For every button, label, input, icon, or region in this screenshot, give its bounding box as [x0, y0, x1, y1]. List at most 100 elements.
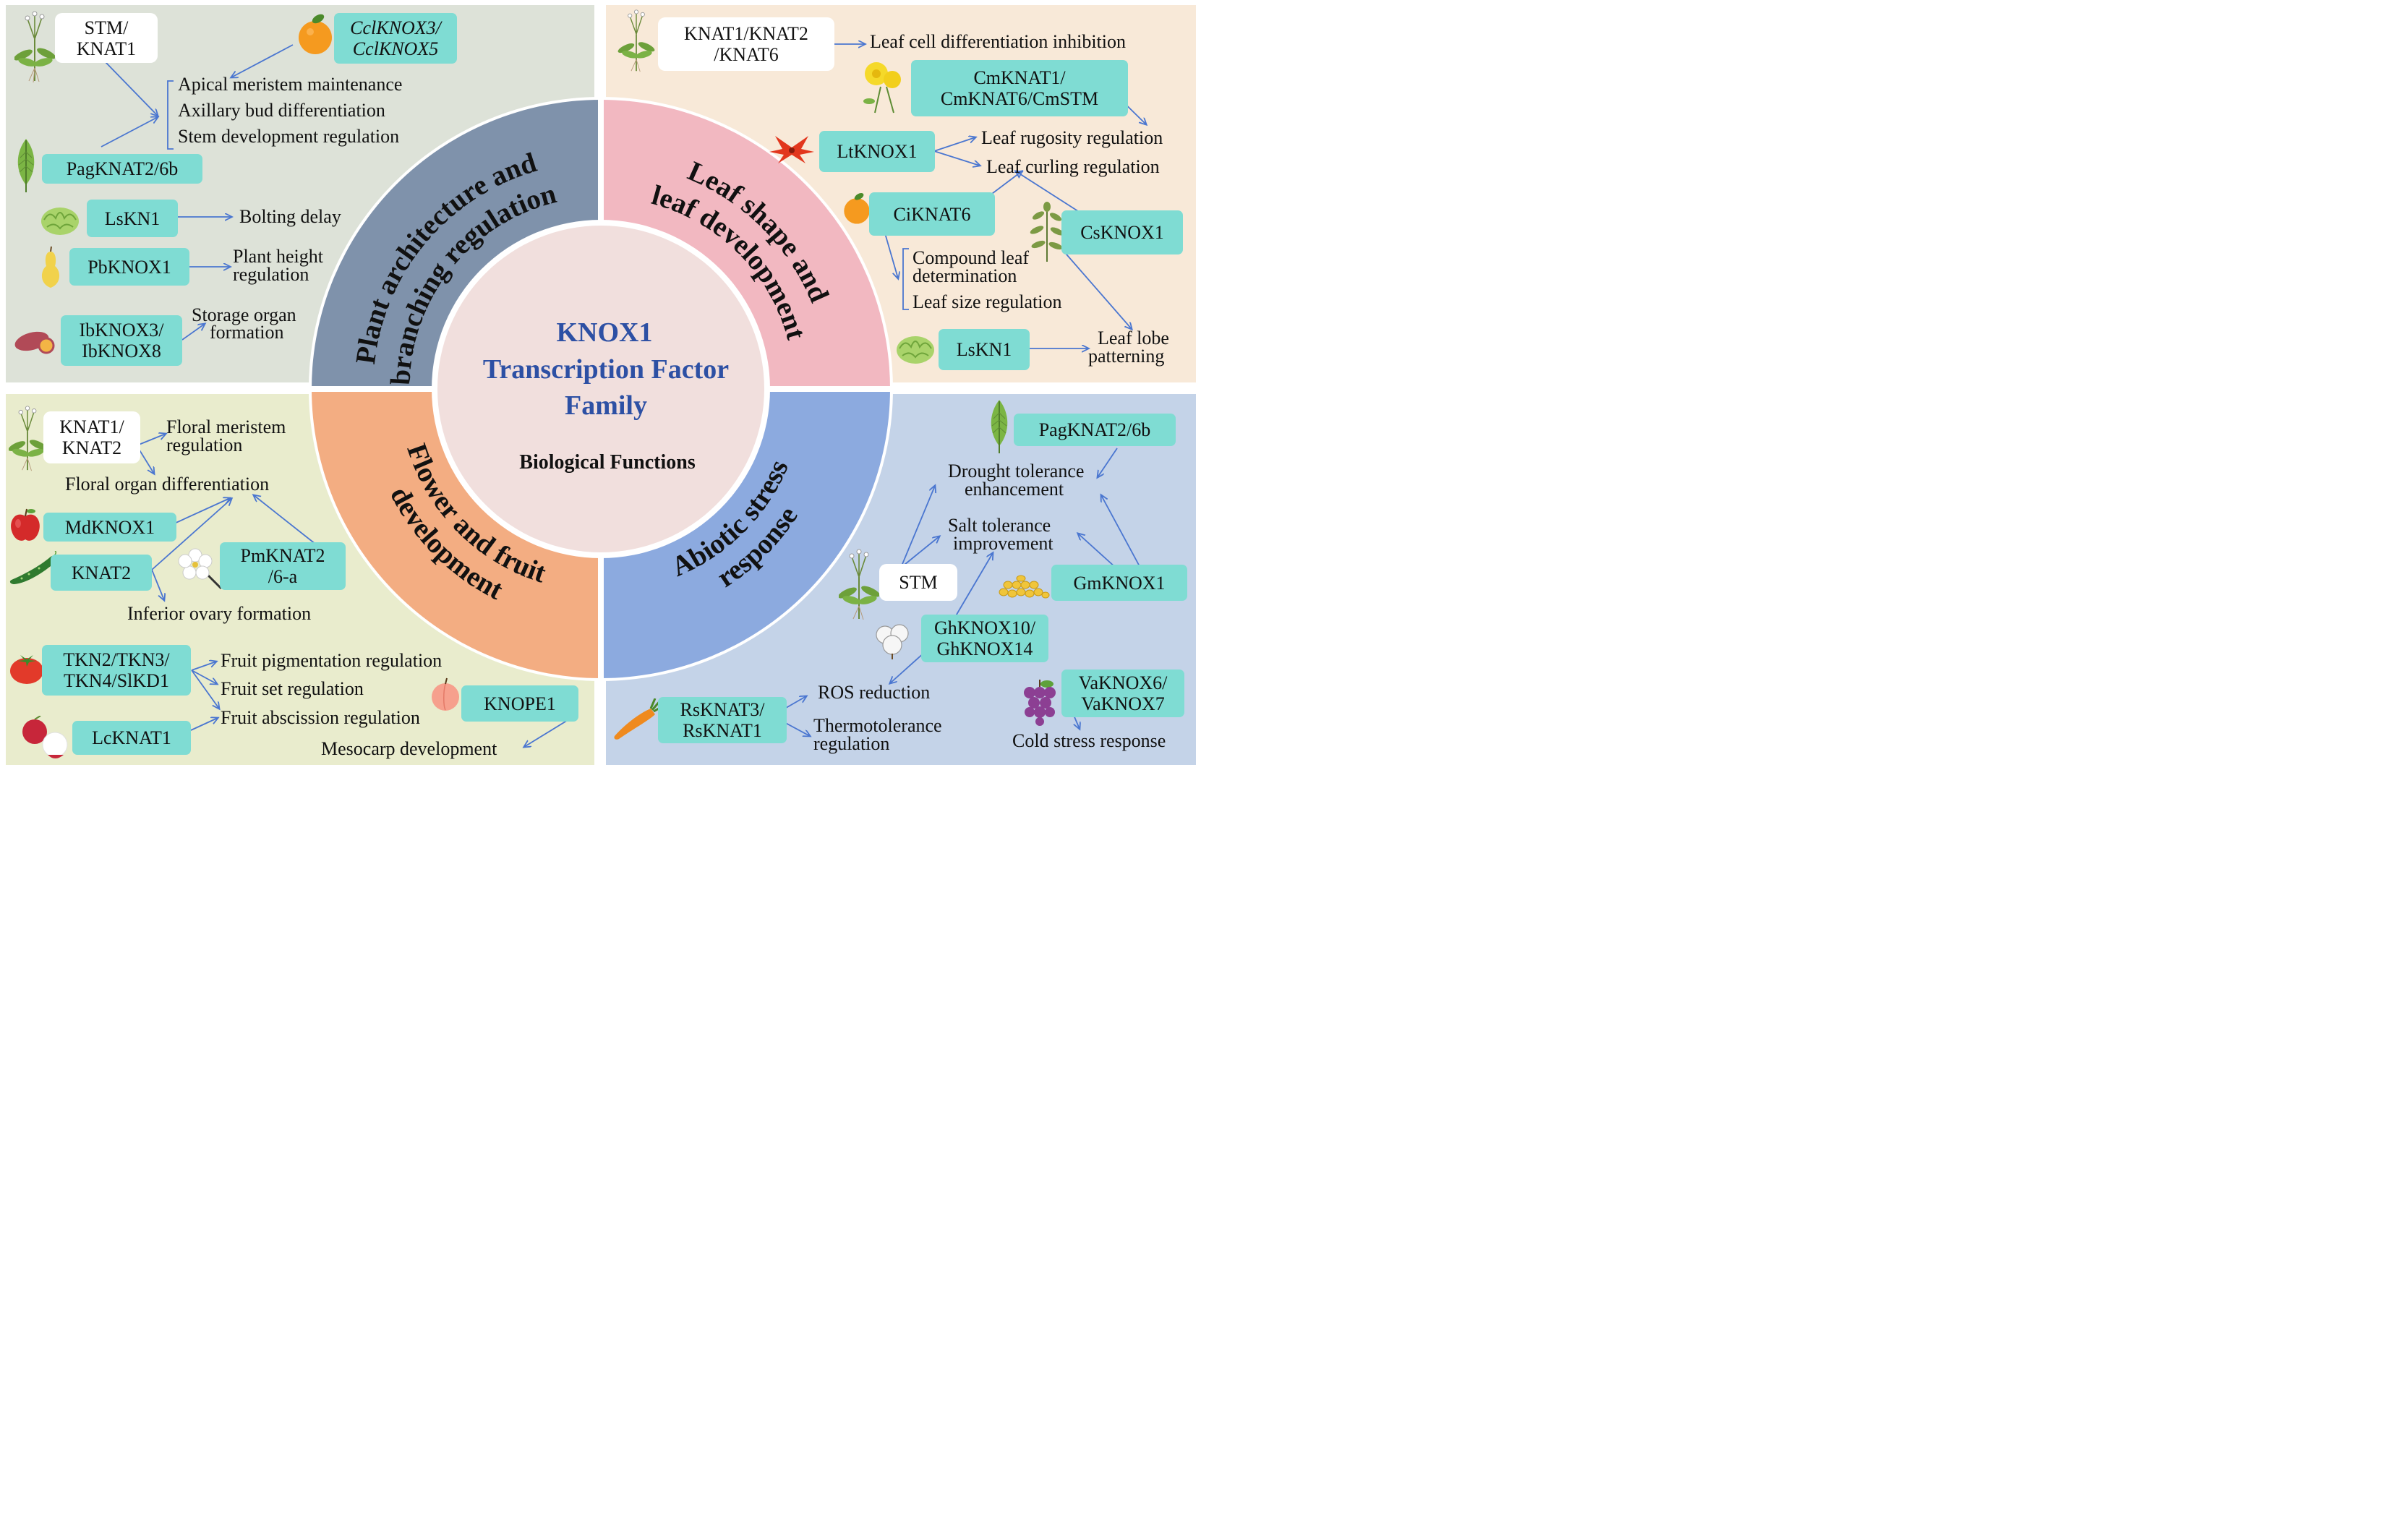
- gene-box-knat2: KNAT2: [51, 555, 152, 591]
- gene-label: CmKNAT6/CmSTM: [940, 88, 1099, 109]
- gene-box-vaknox: VaKNOX6/ VaKNOX7: [1061, 670, 1184, 717]
- arrow-ciknat6-compound: [883, 228, 898, 278]
- lettuce-icon: [41, 208, 79, 235]
- function-leaf-curling: Leaf curling regulation: [986, 156, 1160, 177]
- gene-label: PmKNAT2: [240, 545, 325, 566]
- gene-box-rsknat: RsKNAT3/ RsKNAT1: [658, 697, 787, 743]
- gene-box-gmknox1: GmKNOX1: [1051, 565, 1187, 601]
- gene-box-cclknox: CclKNOX3/ CclKNOX5: [334, 13, 457, 64]
- center-title-line2: Transcription Factor: [483, 354, 729, 385]
- gene-box-stm: STM: [879, 564, 957, 601]
- function-compound-leaf-line2: determination: [912, 265, 1017, 286]
- gene-label: TKN2/TKN3/: [63, 649, 170, 670]
- gene-box-stm-knat1: STM/ KNAT1: [55, 13, 158, 63]
- function-fruit-set: Fruit set regulation: [221, 678, 364, 699]
- tomato-icon: [10, 655, 43, 684]
- function-floral-organ-differentiation: Floral organ differentiation: [65, 474, 270, 495]
- arrow-ltknox1-curling: [933, 150, 980, 166]
- sector-label-stress-line2: response: [711, 501, 804, 594]
- mume-flower-icon: [178, 548, 223, 590]
- function-floral-meristem-line1: Floral meristem: [166, 416, 286, 437]
- function-cold-stress: Cold stress response: [1012, 730, 1166, 751]
- function-bolting-delay: Bolting delay: [239, 206, 341, 227]
- function-leaf-cell-differentiation-inhibition: Leaf cell differentiation inhibition: [870, 31, 1127, 52]
- function-ros-reduction: ROS reduction: [818, 682, 931, 703]
- gene-box-knat1-knat2: KNAT1/ KNAT2: [43, 411, 140, 463]
- gene-label: IbKNOX8: [82, 341, 161, 362]
- peach-icon: [432, 677, 459, 711]
- grape-icon: [1024, 680, 1056, 726]
- gene-label: KNAT1: [76, 38, 137, 59]
- sweet-potato-icon: [14, 331, 55, 354]
- center-title-line1: KNOX1: [557, 317, 653, 348]
- function-leaf-lobe-line1: Leaf lobe: [1098, 328, 1169, 348]
- sector-label-architecture-line1: Plant architecture and: [350, 147, 540, 366]
- arrow-ghknox-salt: [954, 553, 993, 619]
- arabidopsis-plant-icon: [617, 9, 655, 72]
- function-compound-leaf-line1: Compound leaf: [912, 247, 1030, 268]
- gene-box-pmknat: PmKNAT2 /6-a: [220, 542, 346, 590]
- function-mesocarp-development: Mesocarp development: [321, 738, 497, 759]
- ring-sector-flower: [312, 389, 601, 678]
- sector-label-stress-line1: Abiotic stress: [667, 455, 795, 583]
- poplar-leaf-icon: [991, 400, 1008, 453]
- wheel-outer-border: [309, 97, 893, 681]
- sector-label-leaf-line1: Leaf shape and: [683, 155, 835, 307]
- gene-box-lskn1-architecture: LsKN1: [87, 200, 178, 237]
- arrow-pagknat-architecture: [101, 117, 158, 147]
- function-thermotolerance-line1: Thermotolerance: [813, 715, 942, 736]
- arabidopsis-plant-icon: [839, 549, 879, 620]
- poplar-leaf-icon: [17, 139, 35, 192]
- ring-sector-stress: [601, 389, 890, 678]
- gene-box-pbknox1: PbKNOX1: [69, 248, 189, 286]
- function-axillary-bud: Axillary bud differentiation: [178, 100, 385, 121]
- function-storage-organ-line2: formation: [210, 322, 284, 343]
- gene-label: CclKNOX3/: [350, 17, 441, 38]
- arrow-gmknox1-drought: [1101, 495, 1141, 568]
- arrow-tkn-pigmentation: [191, 662, 216, 671]
- gene-label: /KNAT6: [714, 44, 779, 65]
- arabidopsis-plant-icon: [9, 406, 46, 471]
- lettuce-icon: [897, 336, 934, 364]
- function-drought-line2: enhancement: [965, 479, 1064, 500]
- arrow-tkn-abscission: [191, 670, 219, 709]
- gene-box-cmknat: CmKNAT1/ CmKNAT6/CmSTM: [911, 60, 1128, 116]
- gene-label: /6-a: [268, 566, 298, 587]
- gene-label: TKN4/SlKD1: [64, 670, 169, 691]
- gene-label: KNAT1/KNAT2: [684, 23, 808, 44]
- gene-box-ibknox: IbKNOX3/ IbKNOX8: [61, 315, 182, 366]
- arrow-ltknox1-rugosity: [933, 137, 975, 152]
- center-title-line3: Family: [565, 390, 647, 421]
- function-inferior-ovary: Inferior ovary formation: [127, 603, 312, 624]
- cardamine-branch-icon: [1030, 202, 1064, 262]
- arrow-stm-knat1: [104, 61, 158, 116]
- gene-box-ciknat6: CiKNAT6: [869, 192, 995, 236]
- arrow-tkn-fruitset: [191, 670, 217, 684]
- arrow-ibknox-storage: [181, 324, 205, 341]
- function-thermotolerance-line2: regulation: [813, 733, 890, 754]
- orange-fruit-icon: [299, 14, 332, 54]
- arrow-lcknat1-abscission: [190, 718, 218, 731]
- function-stem-development: Stem development regulation: [178, 126, 400, 147]
- function-storage-organ-line1: Storage organ: [192, 304, 296, 325]
- gene-label: GhKNOX14: [936, 638, 1033, 659]
- gene-box-csknox1: CsKNOX1: [1061, 210, 1183, 254]
- knox1-function-diagram: Plant architecture and branching regulat…: [0, 0, 1201, 770]
- gene-label: KNAT2: [61, 437, 122, 458]
- arrow-csknox1-lobe: [1061, 249, 1132, 329]
- gene-box-ltknox1: LtKNOX1: [819, 131, 935, 172]
- arrow-stm-salt: [900, 536, 939, 568]
- function-leaf-size: Leaf size regulation: [912, 291, 1062, 312]
- gene-box-pagknat-stress: PagKNAT2/6b: [1014, 414, 1176, 446]
- gene-box-lcknat1: LcKNAT1: [72, 721, 191, 755]
- gene-box-mdknox1: MdKNOX1: [43, 513, 176, 542]
- radish-icon: [614, 698, 664, 740]
- gene-box-pagknat-architecture: PagKNAT2/6b: [42, 154, 202, 184]
- center-disc: [437, 226, 764, 552]
- arrow-pagknat-drought: [1098, 448, 1118, 477]
- orange-fruit-icon: [844, 193, 870, 224]
- gene-label: RsKNAT1: [683, 720, 762, 741]
- gene-label: KNAT1/: [59, 416, 124, 437]
- gene-label: GhKNOX10/: [933, 617, 1036, 638]
- function-floral-meristem-line2: regulation: [166, 435, 243, 455]
